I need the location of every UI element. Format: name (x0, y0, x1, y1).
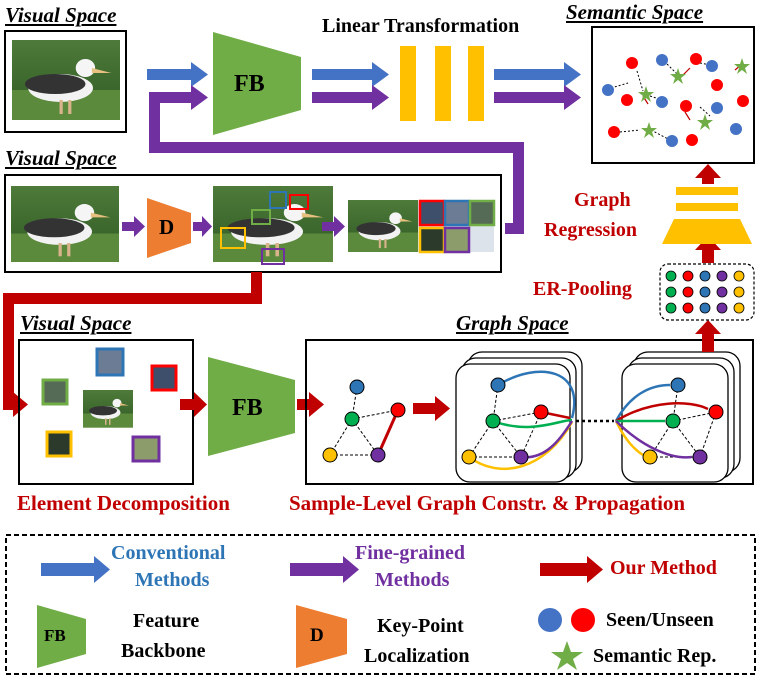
legend-box (5, 534, 756, 675)
top-image-frame (4, 30, 127, 133)
our-arrow-up-3 (695, 164, 721, 184)
feature-backbone-bottom (208, 357, 295, 456)
fg-arrow-3 (322, 216, 345, 237)
legend-conventional-line1: Conventional (111, 542, 226, 564)
legend-fb-text: FB (44, 626, 66, 645)
sample-level-label: Sample-Level Graph Constr. & Propagation (289, 491, 686, 515)
legend-conventional-line2: Methods (135, 569, 210, 591)
fb-label-top: FB (234, 71, 265, 97)
d-label: D (159, 215, 175, 239)
legend-fine-grained-arrow (290, 556, 359, 583)
our-arrow-2 (297, 392, 324, 417)
fine-grained-arrow-2 (312, 85, 389, 110)
our-arrow-up-1 (695, 320, 721, 352)
legend-d-shape (296, 605, 347, 668)
legend-conventional-arrow (41, 556, 110, 583)
graph-propagation-2 (614, 351, 741, 483)
er-pooling-box (659, 263, 755, 321)
legend-seen-unseen: Seen/Unseen (606, 609, 714, 631)
fg-bird-keypoints (213, 186, 333, 265)
visual-space-title-3: Visual Space (20, 311, 132, 335)
graph-propagation-1 (455, 351, 583, 483)
conventional-arrow-2 (312, 62, 389, 87)
visual-space-title-2: Visual Space (5, 146, 117, 170)
semantic-space-box (591, 26, 755, 164)
semantic-space-title: Semantic Space (566, 0, 704, 24)
er-pooling-label: ER-Pooling (533, 278, 632, 300)
element-decomposition-label: Element Decomposition (17, 491, 230, 515)
graph-label: Graph (574, 189, 631, 211)
conventional-arrow-1 (147, 62, 208, 87)
regression-label: Regression (544, 219, 637, 241)
legend-fb-shape (37, 605, 86, 668)
our-method-route (3, 272, 262, 417)
fine-grained-route (149, 92, 524, 234)
legend-our-method: Our Method (610, 557, 717, 579)
graph-space-box (305, 339, 754, 485)
legend-keypoint-line2: Localization (364, 645, 470, 667)
conventional-arrow-3 (494, 62, 581, 87)
linear-transformation-label: Linear Transformation (322, 15, 520, 37)
keypoint-localization-d (147, 198, 191, 258)
feature-backbone-top (213, 32, 301, 135)
visual-space-title-1: Visual Space (5, 3, 117, 27)
legend-feature-line1: Feature (133, 610, 200, 632)
legend-feature-line2: Backbone (121, 640, 206, 662)
legend-keypoint-line1: Key-Point (377, 615, 464, 637)
fb-label-bottom: FB (232, 395, 263, 421)
graph-initial (322, 379, 406, 463)
graph-space-title: Graph Space (456, 311, 569, 335)
fg-parts-strip (348, 199, 496, 254)
legend-fine-grained-line2: Methods (375, 569, 450, 591)
legend-our-method-arrow (540, 556, 603, 583)
legend-seen-unseen-circles (538, 608, 595, 632)
legend-semantic-star (551, 641, 583, 670)
legend-fine-grained-line1: Fine-grained (355, 542, 465, 564)
element-decomposition-box (18, 339, 194, 485)
fine-grained-arrow-3 (494, 85, 581, 110)
legend-d-text: D (310, 625, 324, 646)
our-arrow-1 (180, 392, 207, 417)
linear-transformation-bars (400, 46, 484, 121)
graph-regression-block (662, 187, 752, 244)
our-arrow-3 (413, 396, 450, 421)
legend-semantic-rep: Semantic Rep. (593, 645, 717, 667)
fg-bird-1 (11, 186, 120, 262)
fg-arrow-1 (122, 216, 145, 237)
fine-grained-arrow-1 (160, 85, 208, 110)
fg-arrow-2 (193, 216, 212, 237)
